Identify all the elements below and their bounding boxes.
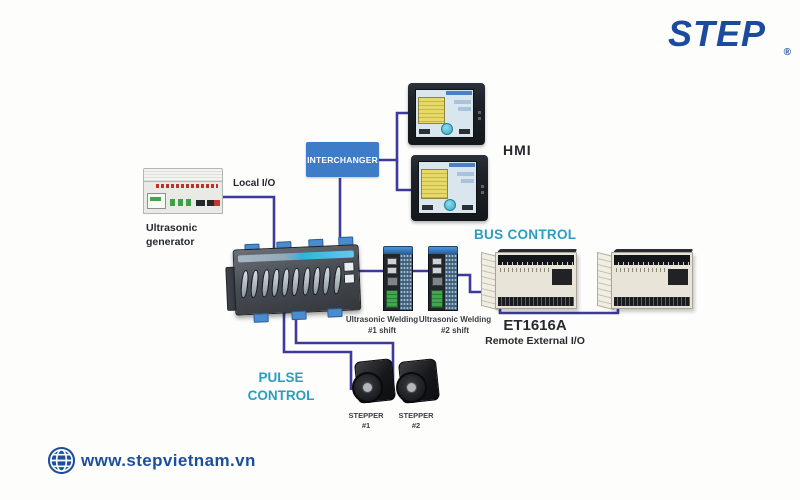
hmi-screen (415, 89, 474, 138)
registered-trademark-symbol: ® (783, 47, 791, 58)
pulse-control-label: PULSE CONTROL (247, 370, 315, 403)
hmi-monitor-1-image (408, 83, 485, 145)
hmi-label: HMI (503, 142, 532, 158)
remote-io-description: Remote External I/O (485, 335, 585, 347)
hmi-side-buttons (481, 184, 484, 195)
controller-dsub-ports (239, 263, 343, 301)
generator-top-panel (143, 168, 223, 181)
hmi-side-buttons (478, 110, 481, 121)
interchanger-box: INTERCHANGER (306, 142, 379, 177)
hmi-screen (418, 161, 477, 214)
remote-io-model: ET1616A (503, 317, 567, 334)
generator-buttons (170, 199, 192, 206)
stepper-1-label: STEPPER #1 (348, 411, 384, 430)
hmi-monitor-2-image (411, 155, 488, 221)
step-logo: STEP ® (668, 10, 793, 60)
footer: www.stepvietnam.vn (46, 445, 256, 476)
globe-icon (47, 446, 76, 475)
remote-io-1-image (481, 249, 578, 311)
controller-body (232, 244, 362, 316)
controller-blue-stripe (237, 250, 355, 263)
welding-drive-2-image (428, 246, 458, 311)
welding-drive-1-image (383, 246, 413, 311)
remote-io-label: ET1616A Remote External I/O (459, 316, 611, 348)
ultrasonic-generator-label: Ultrasonic generator (146, 222, 198, 248)
ultrasonic-generator-image (143, 168, 223, 215)
bus-control-label: BUS CONTROL (474, 227, 577, 242)
step-logo-text: STEP (668, 13, 767, 54)
generator-port (207, 200, 216, 206)
stepper-motor-2-image (396, 358, 441, 404)
interchanger-label: INTERCHANGER (307, 154, 378, 165)
welding-drive-2-label: Ultrasonic Welding #2 shift (418, 315, 492, 335)
generator-port (196, 200, 205, 206)
welding-drive-1-label: Ultrasonic Welding #1 shift (345, 315, 419, 335)
remote-io-2-image (597, 249, 694, 311)
local-io-label: Local I/O (233, 178, 276, 189)
generator-power-button (214, 200, 220, 206)
stepper-2-label: STEPPER #2 (398, 411, 434, 430)
generator-meter-display (147, 193, 166, 209)
generator-front-panel (143, 181, 223, 214)
website-url: www.stepvietnam.vn (81, 450, 256, 470)
stepper-motor-1-image (352, 358, 397, 404)
generator-red-text-strip (156, 184, 218, 188)
